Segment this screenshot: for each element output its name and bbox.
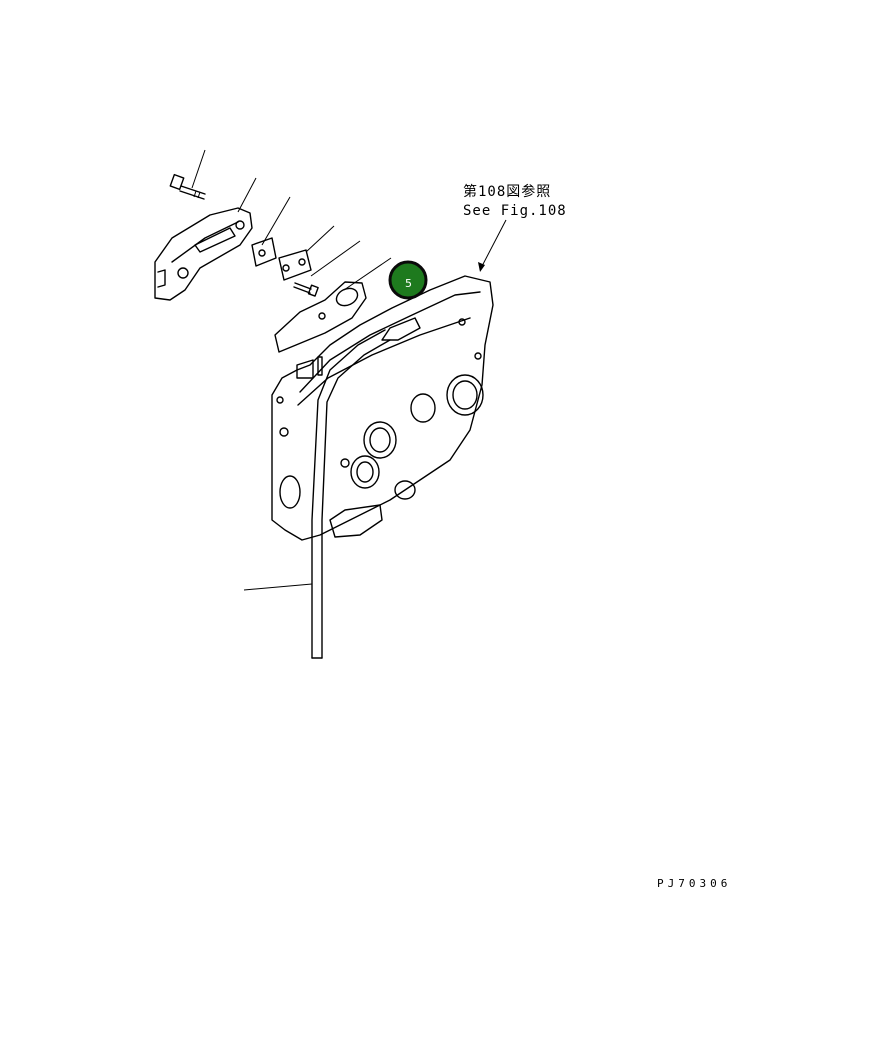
- plate-part: [251, 237, 277, 267]
- callout-number: 5: [405, 277, 412, 290]
- drawing-code: PJ70306: [657, 877, 731, 890]
- gasket-part: [278, 249, 312, 281]
- front-cover-housing: [271, 275, 494, 541]
- small-bolt-part: [293, 282, 319, 297]
- callout-badge: [388, 260, 428, 300]
- cover-plate-part: [274, 281, 367, 353]
- bracket-part: [154, 207, 253, 301]
- reference-label-en: See Fig.108: [463, 203, 567, 219]
- bolt-part: [169, 173, 206, 200]
- dipstick-tube: [311, 329, 391, 659]
- leader-lines: [191, 149, 507, 591]
- callout-5[interactable]: 5: [388, 260, 428, 300]
- reference-label-jp: 第108図参照: [463, 183, 551, 200]
